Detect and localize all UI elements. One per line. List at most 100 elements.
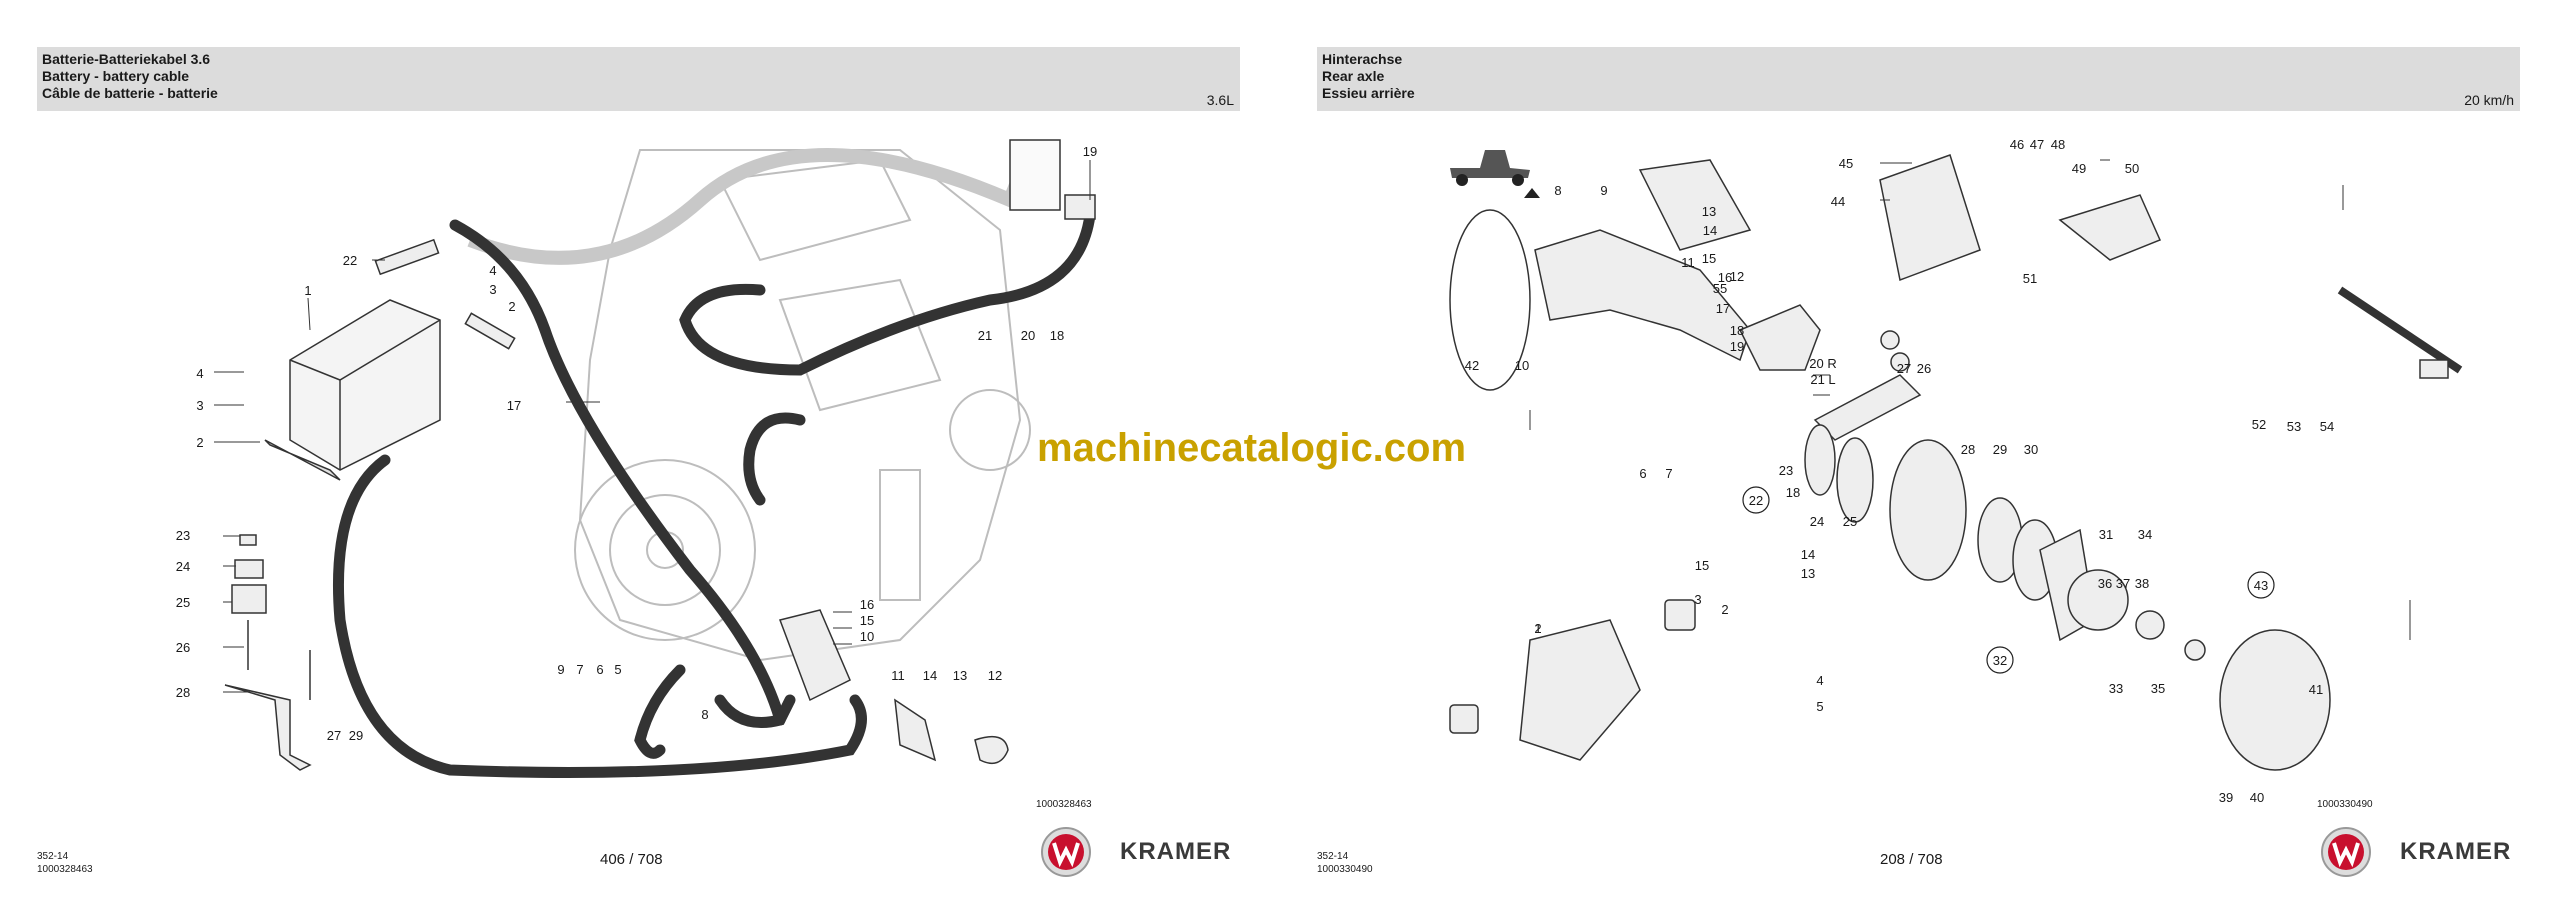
right-callout: 28 xyxy=(1961,442,1975,457)
right-brand: KRAMER xyxy=(2400,838,2512,865)
left-callout: 8 xyxy=(701,707,708,722)
right-callout: 7 xyxy=(1665,466,1672,481)
right-callout: 38 xyxy=(2135,576,2149,591)
left-callout: 6 xyxy=(596,662,603,677)
right-callout: 13 xyxy=(1702,204,1716,219)
right-callout: 18 xyxy=(1730,323,1744,338)
left-leaders xyxy=(214,160,1091,693)
right-callout: 16 xyxy=(1718,270,1732,285)
left-callout: 26 xyxy=(176,640,190,655)
left-callout: 15 xyxy=(860,613,874,628)
right-callout: 21 L xyxy=(1810,372,1835,387)
left-engine-tag: 3.6L xyxy=(1206,92,1234,108)
left-callout: 3 xyxy=(196,398,203,413)
left-callout: 5 xyxy=(614,662,621,677)
right-callout: 45 xyxy=(1839,156,1853,171)
left-callout: 7 xyxy=(576,662,583,677)
left-callout: 18 xyxy=(1050,328,1064,343)
right-callout: 30 xyxy=(2024,442,2038,457)
right-callout: 29 xyxy=(1993,442,2007,457)
right-title-fr: Essieu arrière xyxy=(1322,85,1415,101)
left-drawing-number: 1000328463 xyxy=(1036,799,1092,810)
right-callout: 49 xyxy=(2072,161,2086,176)
left-footer-drawing: 1000328463 xyxy=(37,864,93,875)
left-callout: 9 xyxy=(557,662,564,677)
left-callout: 29 xyxy=(349,728,363,743)
right-callout: 24 xyxy=(1810,514,1824,529)
right-drawing-number: 1000330490 xyxy=(2317,799,2373,810)
left-page-number: 406 / 708 xyxy=(600,851,663,868)
left-callout: 23 xyxy=(176,528,190,543)
right-callout: 14 xyxy=(1801,547,1815,562)
left-callout: 25 xyxy=(176,595,190,610)
right-callout: 43 xyxy=(2254,578,2268,593)
left-callout: 27 xyxy=(327,728,341,743)
right-callout: 35 xyxy=(2151,681,2165,696)
right-page: Hinterachse Rear axle Essieu arrière 20 … xyxy=(1280,0,2560,905)
right-callout: 20 R xyxy=(1809,356,1836,371)
left-callout: 16 xyxy=(860,597,874,612)
left-small-parts xyxy=(224,139,1096,771)
right-footer-code: 352-14 xyxy=(1317,851,1349,862)
right-callout: 37 xyxy=(2116,576,2130,591)
right-callout: 14 xyxy=(1703,223,1717,238)
right-callout: 11 xyxy=(1681,255,1695,270)
right-callout: 25 xyxy=(1843,514,1857,529)
left-callout: 3 xyxy=(489,282,496,297)
left-callout: 10 xyxy=(860,629,874,644)
right-callout: 48 xyxy=(2051,137,2065,152)
right-callout: 8 xyxy=(1554,183,1561,198)
right-callout: 15 xyxy=(1702,251,1716,266)
right-kramer-logo-icon xyxy=(2321,827,2371,877)
right-callout: 40 xyxy=(2250,790,2264,805)
right-title-de: Hinterachse xyxy=(1322,51,1403,67)
right-callout: 46 xyxy=(2010,137,2024,152)
left-callout: 2 xyxy=(508,299,515,314)
left-callout: 28 xyxy=(176,685,190,700)
right-callout: 32 xyxy=(1993,653,2007,668)
right-callout: 12 xyxy=(1730,269,1744,284)
right-callout: 54 xyxy=(2320,419,2334,434)
right-callout: 17 xyxy=(1716,301,1730,316)
right-header: Hinterachse Rear axle Essieu arrière 20 … xyxy=(1317,47,2520,111)
axle-parts xyxy=(1449,154,2463,771)
right-callout: 13 xyxy=(1801,566,1815,581)
left-title-en: Battery - battery cable xyxy=(42,68,190,84)
left-kramer-logo-icon xyxy=(1041,827,1091,877)
right-callout: 50 xyxy=(2125,161,2139,176)
right-callout: 18 xyxy=(1786,485,1800,500)
right-callout: 36 xyxy=(2098,576,2112,591)
left-callout: 4 xyxy=(196,366,203,381)
right-footer-drawing: 1000330490 xyxy=(1317,864,1373,875)
left-callout: 20 xyxy=(1021,328,1035,343)
left-title-de: Batterie-Batteriekabel 3.6 xyxy=(42,51,211,67)
right-page-number: 208 / 708 xyxy=(1880,851,1943,868)
right-callout: 33 xyxy=(2109,681,2123,696)
right-callout: 2 xyxy=(1721,602,1728,617)
left-callout: 24 xyxy=(176,559,190,574)
right-callout: 39 xyxy=(2219,790,2233,805)
right-callout: 3 xyxy=(1694,592,1701,607)
right-callout: 15 xyxy=(1695,558,1709,573)
right-callout: 9 xyxy=(1600,183,1607,198)
left-callout: 22 xyxy=(343,253,357,268)
left-footer-code: 352-14 xyxy=(37,851,69,862)
left-callout: 19 xyxy=(1083,144,1097,159)
left-brand: KRAMER xyxy=(1120,838,1232,865)
left-callout: 11 xyxy=(891,668,905,683)
right-callout: 41 xyxy=(2309,682,2323,697)
right-callout: 47 xyxy=(2030,137,2044,152)
battery xyxy=(264,299,441,481)
right-callout: 1 xyxy=(1534,621,1541,636)
left-callout: 4 xyxy=(489,263,496,278)
left-callout: 14 xyxy=(923,668,937,683)
watermark: machinecatalogic.com xyxy=(1037,426,1467,470)
left-callout: 17 xyxy=(507,398,521,413)
right-callout: 51 xyxy=(2023,271,2037,286)
left-title-fr: Câble de batterie - batterie xyxy=(42,85,218,101)
right-callout: 19 xyxy=(1730,339,1744,354)
left-footer-codes: 352-14 1000328463 xyxy=(37,850,93,876)
right-callout: 27 xyxy=(1897,361,1911,376)
right-callout: 4 xyxy=(1816,673,1823,688)
